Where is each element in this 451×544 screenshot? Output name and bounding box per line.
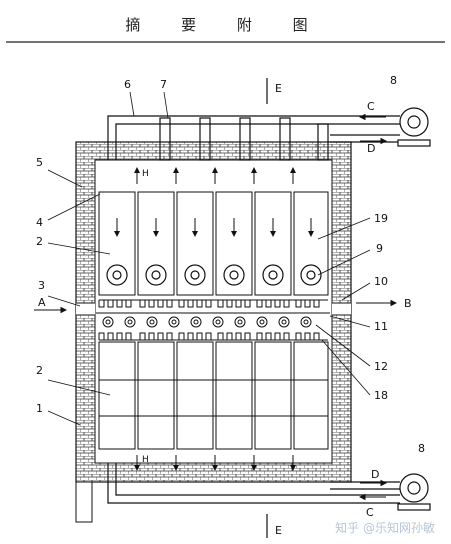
label-C-top: C [367,100,375,113]
label-H-top: H [142,169,149,179]
label-10: 10 [374,275,388,288]
label-2-lower: 2 [36,364,43,377]
label-1: 1 [36,402,43,415]
fan-bottom [397,473,431,511]
lower-chambers [98,341,329,450]
upper-chambers [98,191,329,296]
label-8-top: 8 [390,74,397,87]
label-2-upper: 2 [36,235,43,248]
fan-top [397,107,431,147]
upper-nozzles [98,299,328,308]
chamber-fans [106,264,322,286]
label-7: 7 [160,78,167,91]
label-5: 5 [36,156,43,169]
top-ducts [107,115,400,161]
page-title: 摘 要 附 图 [125,16,326,34]
label-D-top: D [367,142,375,155]
label-A: A [38,296,46,309]
watermark: 知乎 @乐知网孙敏 [335,521,435,535]
label-6: 6 [124,78,131,91]
lower-nozzles [98,332,328,341]
label-18: 18 [374,389,388,402]
label-E-bottom: E [275,524,282,537]
label-C-bottom: C [366,506,374,519]
bottom-ducts [107,463,400,504]
label-B: B [404,297,412,310]
label-8-bottom: 8 [418,442,425,455]
label-19: 19 [374,212,388,225]
label-H-bottom: H [142,455,149,465]
conveyor-rollers [102,316,312,328]
upper-flow-arrows [114,167,314,237]
label-D-bottom: D [371,468,379,481]
label-11: 11 [374,320,388,333]
label-E-top: E [275,82,282,95]
lower-flow-arrows [134,455,296,471]
label-12: 12 [374,360,388,373]
label-4: 4 [36,216,43,229]
label-9: 9 [376,242,383,255]
leader-lines [47,91,371,426]
label-3: 3 [38,279,45,292]
flow-arrows [34,113,398,501]
